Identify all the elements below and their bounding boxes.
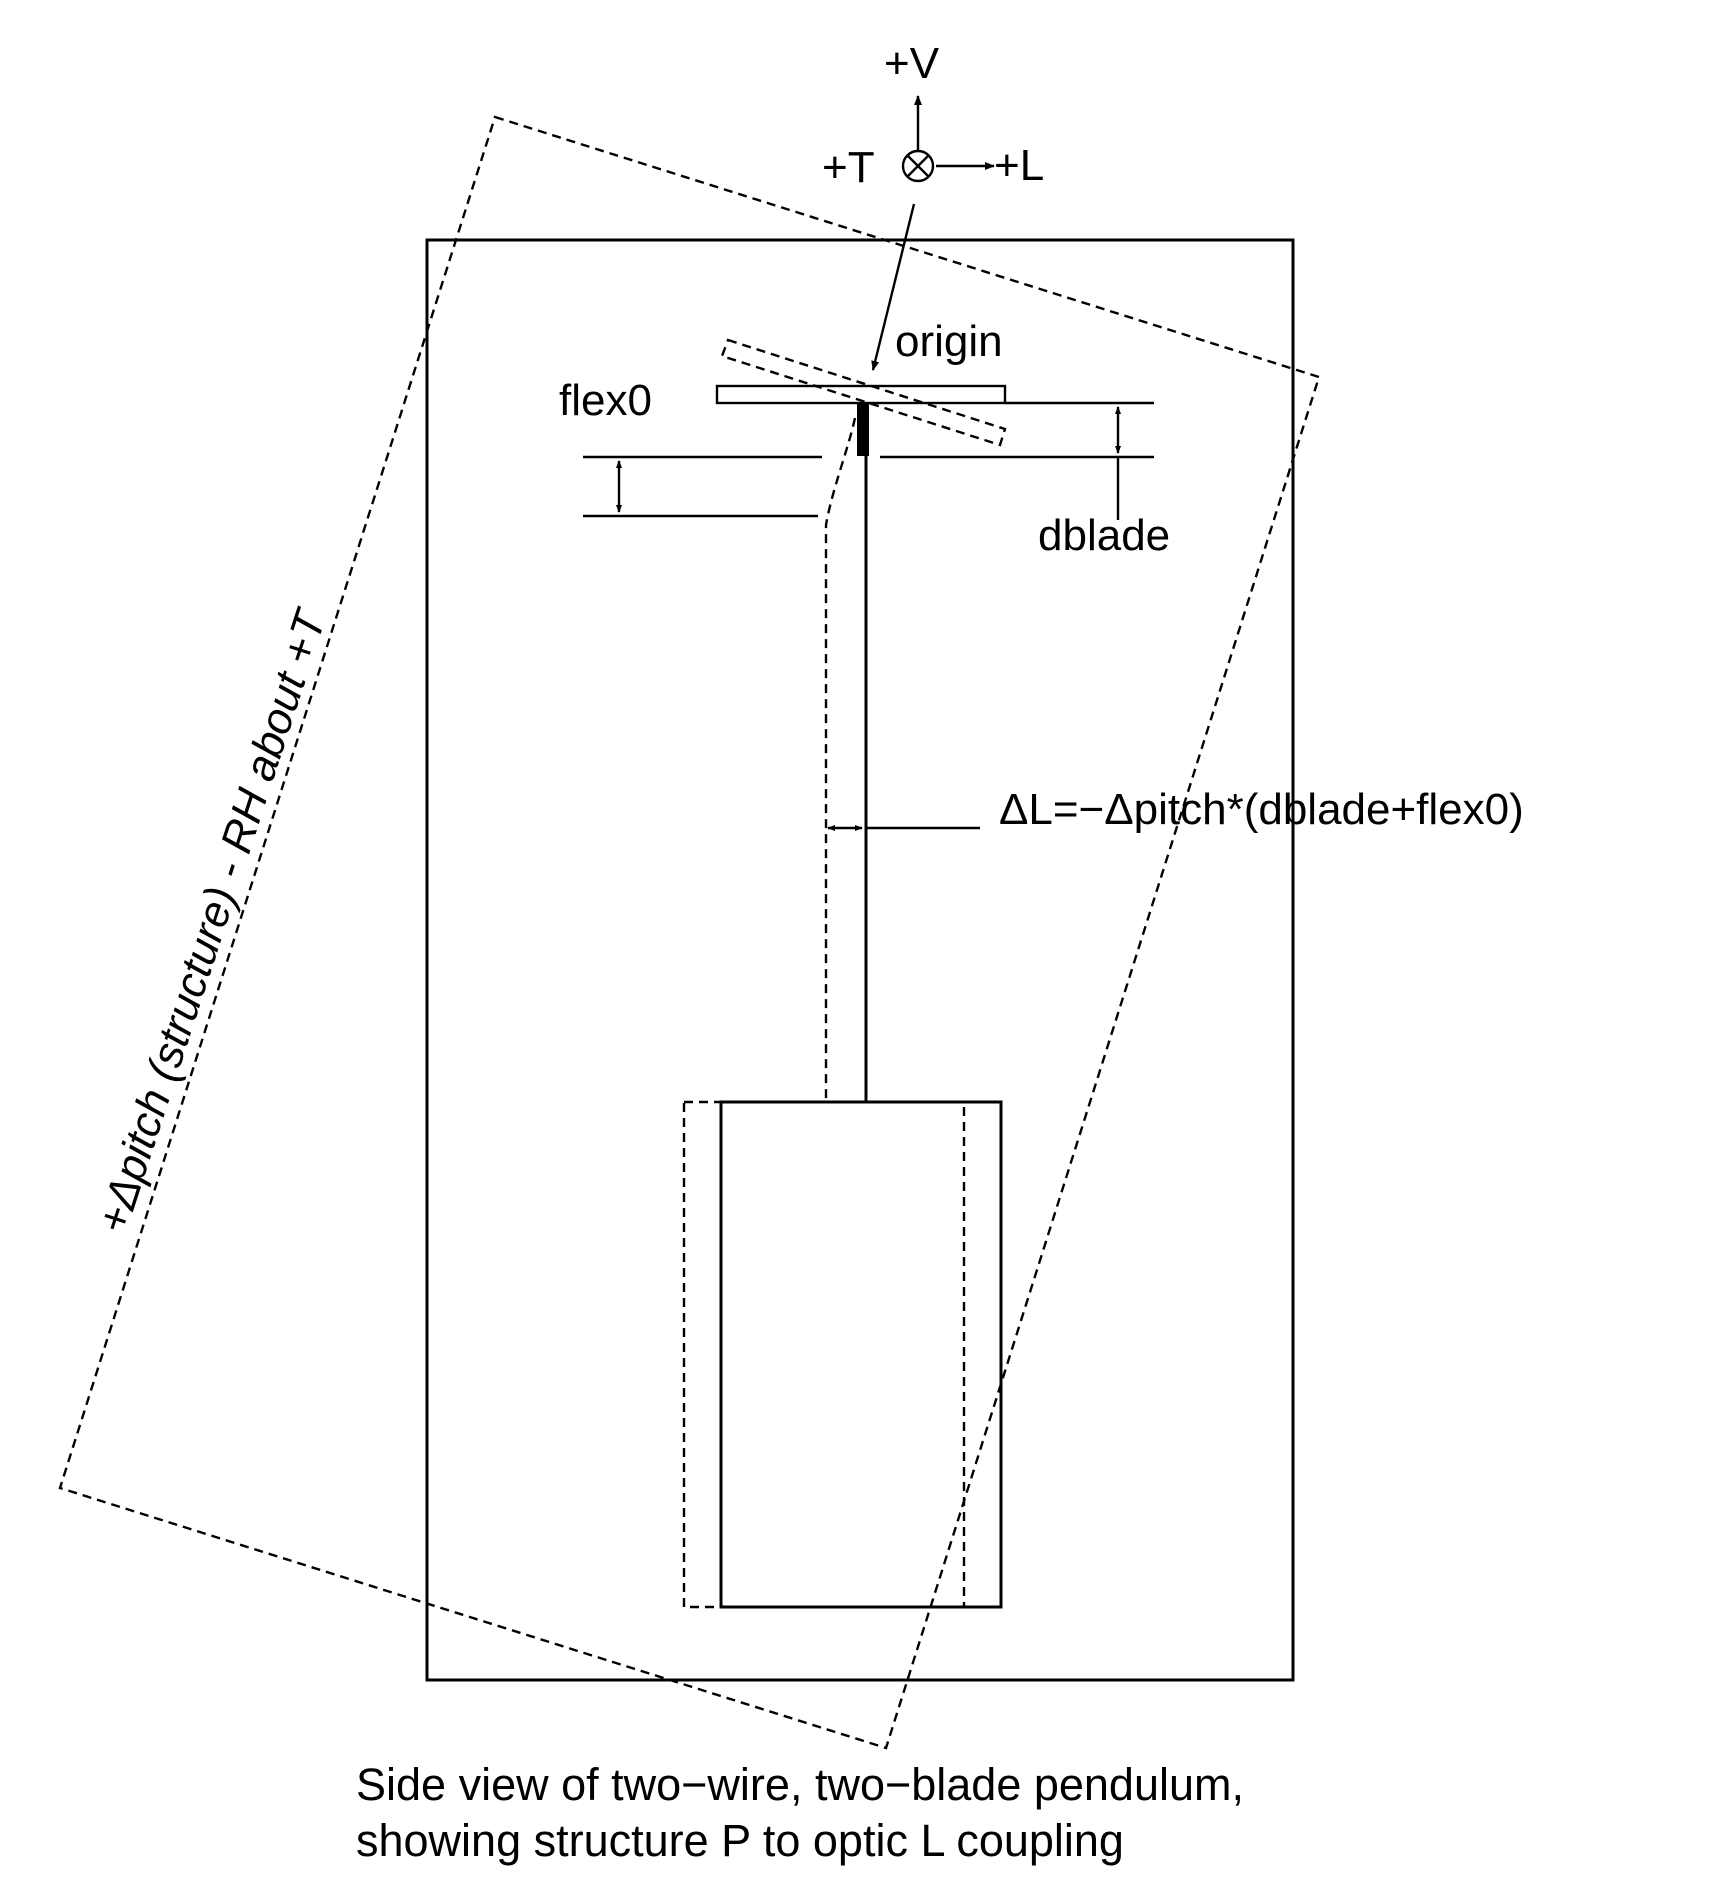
caption-line-2: showing structure P to optic L coupling [356,1815,1124,1866]
blade [715,384,1007,405]
pitch-rotation-label: +Δpitch (structure) - RH about +T [88,602,337,1239]
coordinate-axes: +V +T +L [822,39,1044,192]
t-axis-into-page-icon [901,149,935,183]
delta-l-formula: ΔL=−Δpitch*(dblade+flex0) [999,785,1524,834]
structure-frame [425,238,1295,1682]
origin-pointer-arrow [871,203,916,371]
flex0-label: flex0 [559,376,652,425]
dblade-label: dblade [1038,511,1170,560]
t-axis-label: +T [822,143,875,192]
displaced-pendulum-wire [824,417,857,1102]
optic-mass [719,1100,1003,1609]
displaced-optic-mass [682,1100,966,1609]
wire-clamp [857,404,869,456]
caption-line-1: Side view of two−wire, two−blade pendulu… [356,1759,1244,1810]
l-axis-label: +L [994,141,1044,190]
origin-label: origin [895,317,1003,366]
v-axis-label: +V [884,39,940,88]
rotated-blade [720,338,1007,447]
rotated-structure-frame [58,115,1321,1750]
